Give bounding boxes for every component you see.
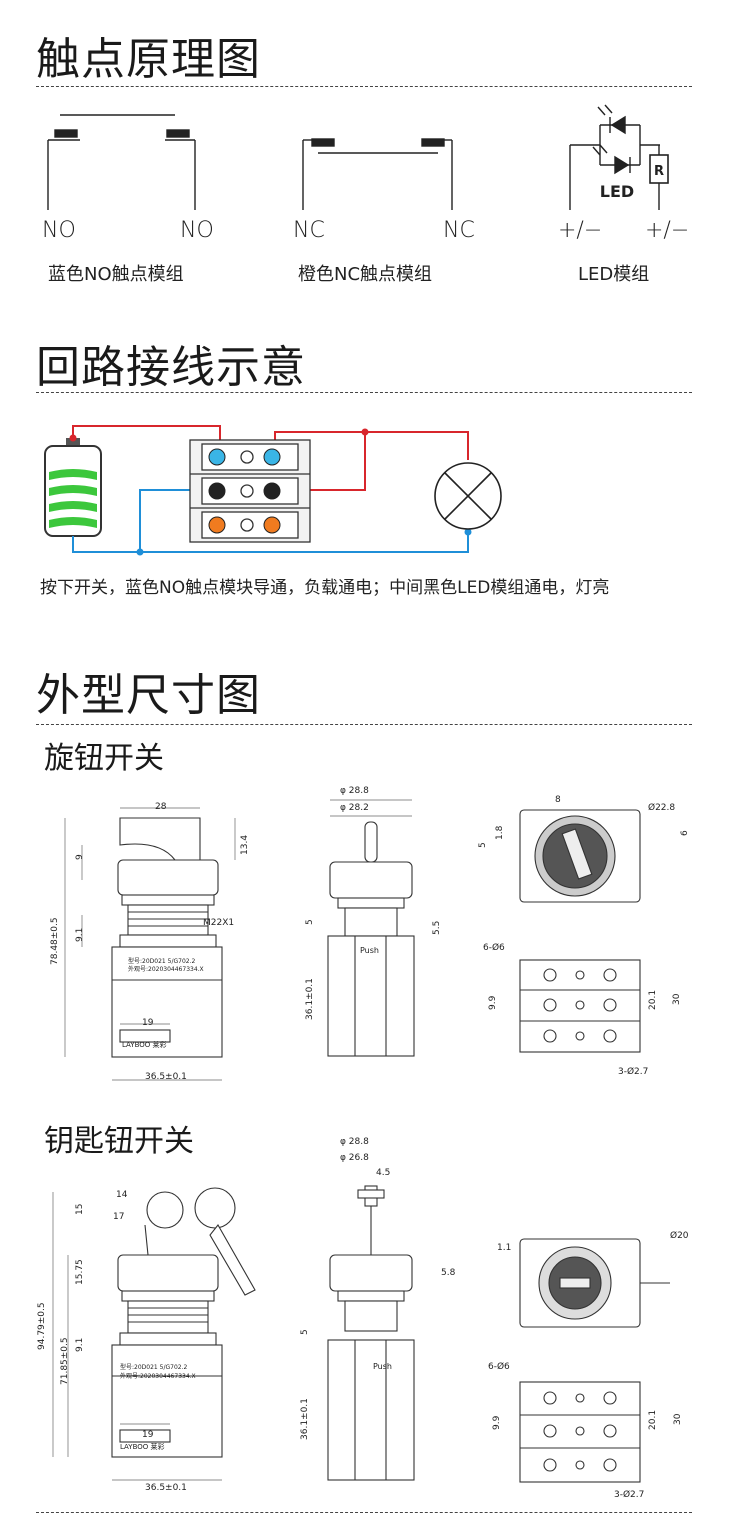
dim-9-9: 9.9 — [488, 995, 498, 1010]
rotary-side-view — [64, 807, 236, 1081]
nc-left-label: NC — [293, 218, 325, 243]
dim-6-phi6: 6-Ø6 — [488, 1362, 510, 1372]
section-title-wiring: 回路接线示意 — [36, 342, 306, 393]
rotary-top-view — [519, 809, 641, 903]
dim-9: 9 — [75, 854, 85, 860]
dim-phi28-2: φ 28.2 — [340, 803, 369, 813]
dim-m22: M22X1 — [203, 918, 235, 928]
dim-20-1: 20.1 — [648, 989, 658, 1010]
dim-phi20: Ø20 — [670, 1231, 689, 1241]
bottom-divider — [36, 1512, 692, 1513]
led-right-terminal-label: +/− — [645, 218, 690, 243]
dim-36-5: 36.5±0.1 — [145, 1483, 187, 1493]
dim-phi28-8: φ 28.8 — [340, 1137, 369, 1147]
push-label: Push — [373, 1362, 392, 1371]
dim-4-5: 4.5 — [376, 1168, 391, 1178]
orange-nc-terminal — [208, 516, 226, 534]
dim-3-phi2-7: 3-Ø2.7 — [618, 1067, 649, 1077]
lamp-icon — [434, 462, 502, 530]
key-front-view — [327, 1185, 415, 1481]
section-divider — [36, 724, 692, 725]
dim-3-phi2-7: 3-Ø2.7 — [614, 1490, 645, 1500]
dim-6: 6 — [680, 830, 690, 836]
no-module-caption: 蓝色NO触点模组 — [48, 264, 184, 285]
dim-8: 8 — [555, 795, 561, 805]
dim-15-75: 15.75 — [75, 1259, 85, 1285]
dim-36-1: 36.1±0.1 — [305, 978, 315, 1020]
dim-top-5: 5 — [478, 842, 488, 848]
nameplate-line-1: 型号:20D021 5/G702.2 — [120, 1364, 188, 1371]
dim-15: 15 — [75, 1203, 85, 1215]
no-right-label: NO — [180, 218, 214, 243]
dim-9-1: 9.1 — [75, 1337, 85, 1352]
wiring-diagram — [44, 425, 502, 556]
push-label: Push — [360, 946, 379, 955]
dim-94-79: 94.79±0.5 — [37, 1302, 47, 1350]
contact-symbols-diagram: R LED — [47, 104, 669, 210]
key-top-view — [519, 1238, 670, 1328]
nc-right-label: NC — [443, 218, 475, 243]
battery-icon — [44, 438, 102, 537]
contact-block-assembly — [189, 439, 311, 543]
black-led-terminal — [263, 482, 281, 500]
dim-5: 5 — [300, 1329, 310, 1335]
dim-14: 14 — [116, 1190, 128, 1200]
dim-9-1: 9.1 — [75, 927, 85, 942]
nc-module-caption: 橙色NC触点模组 — [298, 264, 433, 285]
blue-no-terminal — [208, 448, 226, 466]
dim-6-phi6: 6-Ø6 — [483, 943, 505, 953]
dim-phi22-8: Ø22.8 — [648, 803, 676, 813]
nameplate-line-2: 外观号:2020304467334.X — [128, 966, 204, 973]
dim-9-9: 9.9 — [492, 1415, 502, 1430]
dim-71-85: 71.85±0.5 — [60, 1337, 70, 1385]
dim-19: 19 — [142, 1430, 154, 1440]
led-module-caption: LED模组 — [578, 264, 650, 285]
dim-36-5: 36.5±0.1 — [145, 1072, 187, 1082]
resistor-label: R — [654, 164, 664, 179]
dim-5-5: 5.5 — [432, 920, 442, 935]
dim-5: 5 — [305, 919, 315, 925]
nameplate-line-2: 外观号:2020304467334.X — [120, 1373, 196, 1380]
dim-20-1: 20.1 — [648, 1409, 658, 1430]
black-led-terminal — [208, 482, 226, 500]
key-switch-title: 钥匙钮开关 — [44, 1124, 194, 1159]
key-side-view — [52, 1187, 256, 1481]
dim-phi28-8: φ 28.8 — [340, 786, 369, 796]
rotary-front-view — [327, 799, 415, 1057]
led-left-terminal-label: +/− — [558, 218, 603, 243]
nameplate-line-1: 型号:20D021 5/G702.2 — [128, 958, 196, 965]
section-divider — [36, 86, 692, 87]
dim-30: 30 — [672, 993, 682, 1005]
brand-label: LAYBOO 莱彩 — [122, 1041, 167, 1049]
dim-1-8: 1.8 — [495, 825, 505, 840]
dim-5-8: 5.8 — [441, 1268, 456, 1278]
nc-contact-symbol — [302, 138, 453, 210]
led-label: LED — [600, 182, 634, 201]
no-contact-symbol — [47, 114, 196, 210]
dim-17: 17 — [113, 1212, 125, 1222]
rotary-switch-title: 旋钮开关 — [44, 741, 164, 776]
section-title-contact-principle: 触点原理图 — [36, 34, 261, 85]
dim-30: 30 — [673, 1413, 683, 1425]
led-module-symbol — [569, 104, 669, 210]
section-title-dimensions: 外型尺寸图 — [36, 670, 261, 721]
dim-78-48: 78.48±0.5 — [50, 917, 60, 965]
rotary-rear-view — [519, 959, 641, 1053]
section-divider — [36, 392, 692, 393]
no-left-label: NO — [42, 218, 76, 243]
wiring-note: 按下开关，蓝色NO触点模块导通，负载通电；中间黑色LED模组通电，灯亮 — [40, 578, 610, 598]
blue-no-terminal — [263, 448, 281, 466]
key-rear-view — [519, 1381, 641, 1483]
dim-36-1: 36.1±0.1 — [300, 1398, 310, 1440]
dim-13-4: 13.4 — [240, 834, 250, 855]
dim-28: 28 — [155, 802, 167, 812]
brand-label: LAYBOO 莱彩 — [120, 1443, 165, 1451]
dim-1-1: 1.1 — [497, 1243, 512, 1253]
dim-19: 19 — [142, 1018, 154, 1028]
orange-nc-terminal — [263, 516, 281, 534]
dim-phi26-8: φ 26.8 — [340, 1153, 369, 1163]
